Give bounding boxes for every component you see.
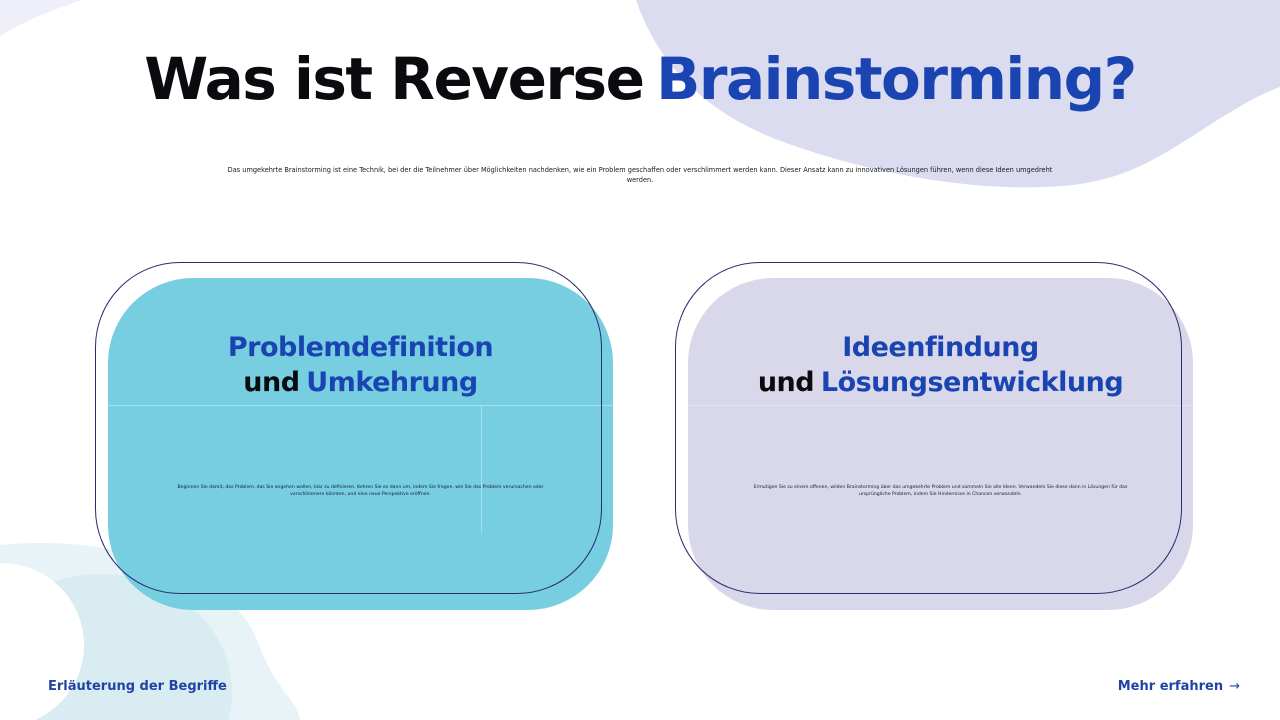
card-heading-conjunction: und — [243, 367, 300, 399]
arrow-right-icon: → — [1229, 679, 1240, 694]
top-right-lavender-blob — [636, 0, 1280, 188]
card-heading-line1: Ideenfindung — [842, 332, 1039, 363]
page-title-black: Was ist Reverse — [144, 45, 645, 113]
card-divider-horizontal — [688, 405, 1193, 406]
card-divider-vertical — [481, 405, 482, 533]
learn-more-link[interactable]: Mehr erfahren → — [1118, 679, 1240, 694]
card-problem-definition-body: Beginnen Sie damit, das Problem, das Sie… — [177, 485, 544, 498]
page-title-accent: Brainstorming? — [656, 45, 1137, 113]
card-problem-definition-outline — [95, 262, 602, 594]
card-divider-horizontal — [108, 405, 613, 406]
terms-explanation-link[interactable]: Erläuterung der Begriffe — [48, 679, 227, 694]
card-idea-finding-outline — [675, 262, 1182, 594]
card-heading-line1: Problemdefinition — [227, 332, 494, 363]
top-left-corner-wedge — [0, 0, 82, 36]
card-heading-highlight: Lösungsentwicklung — [820, 367, 1124, 399]
card-idea-finding-body: Ermutigen Sie zu einem offenen, wilden B… — [753, 485, 1128, 498]
page-subtitle: Das umgekehrte Brainstorming ist eine Te… — [227, 166, 1053, 184]
card-heading-highlight: Umkehrung — [306, 367, 478, 399]
bottom-left-white-circle — [0, 563, 84, 720]
learn-more-label: Mehr erfahren — [1117, 679, 1224, 694]
card-heading-conjunction: und — [757, 367, 815, 399]
